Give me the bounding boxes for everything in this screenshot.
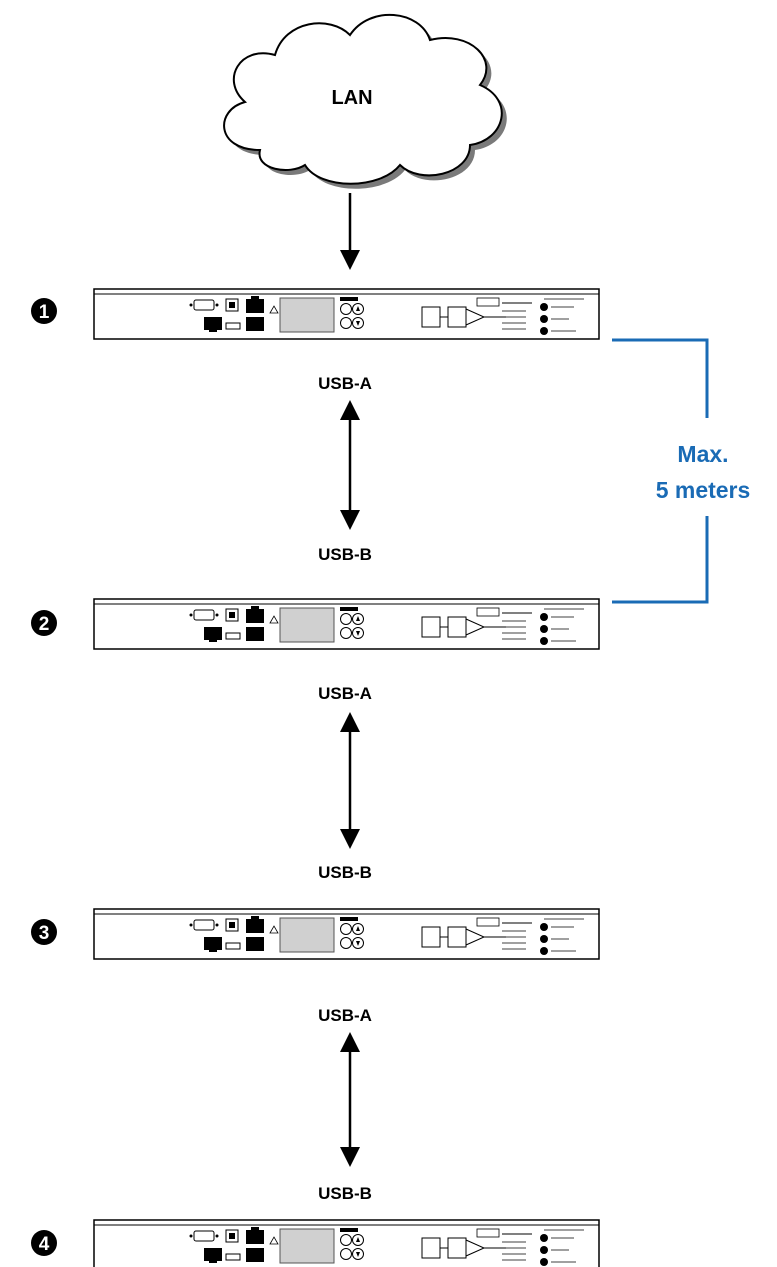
device-marker-2: 2 <box>39 614 50 635</box>
device-marker-1: 1 <box>39 302 50 323</box>
bracket-top <box>612 338 709 418</box>
device-2: 2 <box>31 598 600 650</box>
device-4: 4 <box>31 1219 600 1267</box>
bracket-bottom <box>612 516 709 604</box>
distance-bracket: Max. 5 meters <box>612 338 751 604</box>
usb-link-2: USB-A USB-B <box>318 684 372 882</box>
usb-a-label-1: USB-A <box>318 374 372 393</box>
usb-a-label-2: USB-A <box>318 684 372 703</box>
lan-label: LAN <box>331 87 372 109</box>
usb-b-label-3: USB-B <box>318 1184 372 1203</box>
device-marker-3: 3 <box>39 923 50 944</box>
usb-b-label-1: USB-B <box>318 545 372 564</box>
usb-link-3: USB-A USB-B <box>318 1006 372 1203</box>
lan-cloud: LAN <box>223 13 503 185</box>
usb-link-1: USB-A USB-B <box>318 374 372 564</box>
usb-b-label-2: USB-B <box>318 863 372 882</box>
distance-line-2: 5 meters <box>656 477 751 503</box>
usb-a-label-3: USB-A <box>318 1006 372 1025</box>
distance-line-1: Max. <box>677 441 728 467</box>
device-marker-4: 4 <box>39 1234 50 1255</box>
device-3: 3 <box>31 908 600 960</box>
device-1: 1 <box>31 288 600 340</box>
